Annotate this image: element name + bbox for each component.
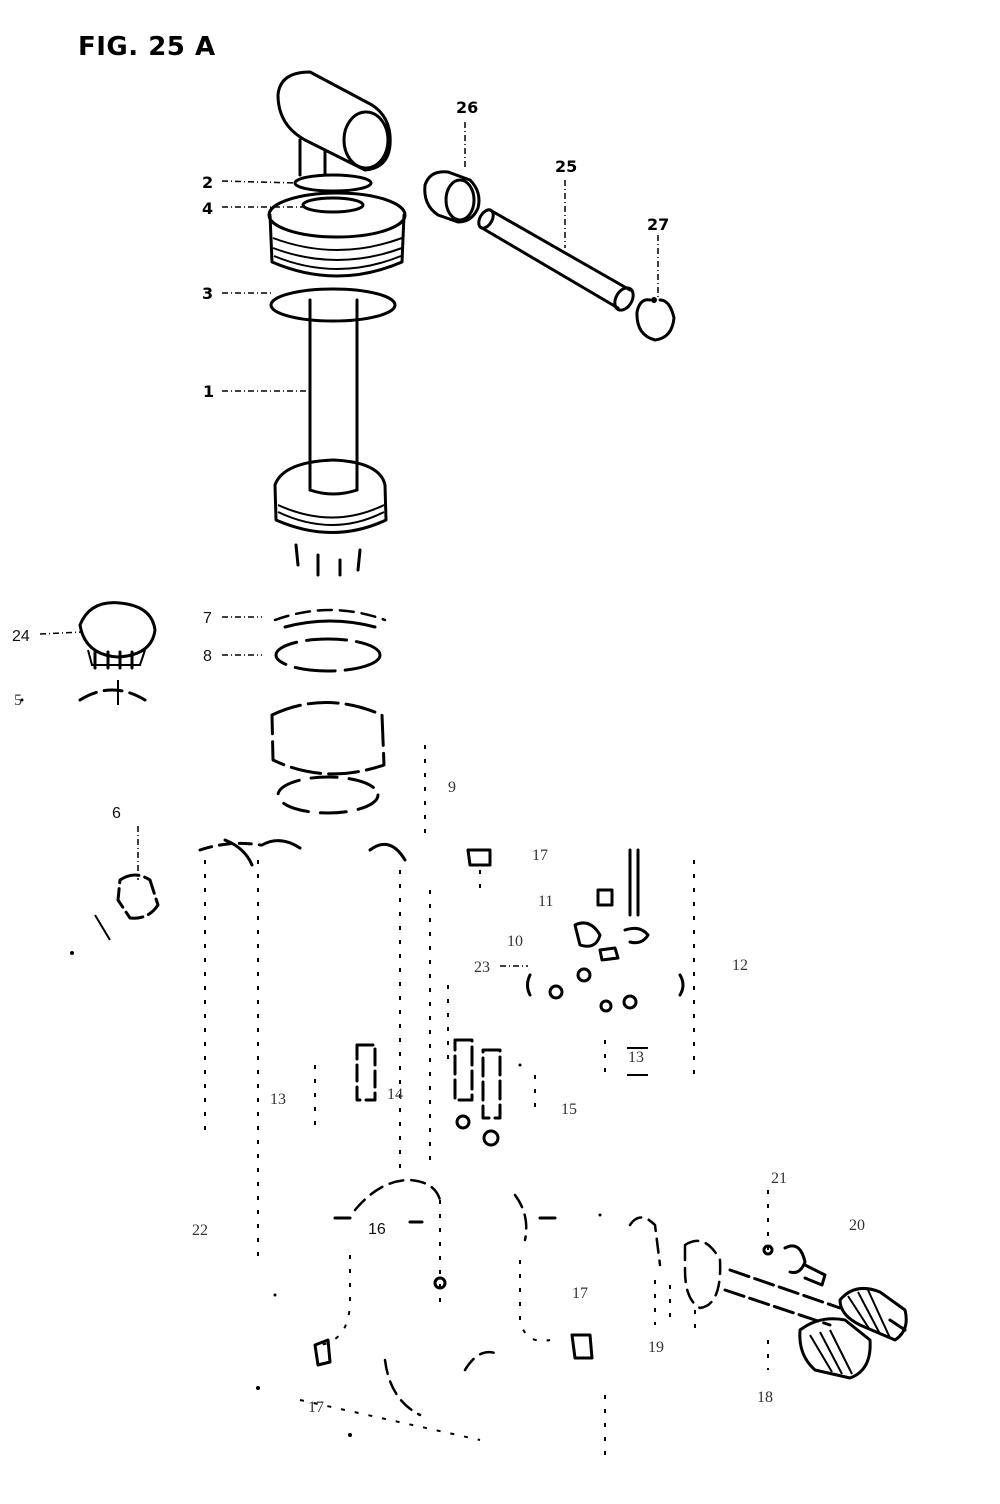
piston-ring-8 [274,637,382,673]
cylinder-sleeve [270,701,386,815]
adjusting-screw-20 [838,1286,908,1342]
elbow-fitting [276,70,392,177]
leader-lines [39,122,659,967]
fitting-6 [70,873,160,955]
callout-18: 18 [757,1389,773,1406]
seal-5 [78,680,147,705]
circlip-27 [635,297,676,342]
callout-2: 2 [202,173,213,192]
seal-ring-2 [293,173,373,193]
bushing-26 [423,170,481,224]
callout-4: 4 [202,199,213,218]
callout-1: 1 [203,382,214,401]
callout-23: 23 [474,959,490,976]
callout-15: 15 [561,1101,577,1118]
callout-14: 14 [387,1086,403,1103]
check-valves-13-14-15 [314,985,536,1147]
check-valve-16 [333,1200,557,1310]
plug-17-lower [313,1333,594,1367]
callout-17-bottom: 17 [308,1399,324,1416]
callout-17-middle: 17 [572,1285,588,1302]
callout-11: 11 [538,893,553,910]
piston-head [273,458,388,577]
gland-nut [267,191,407,278]
callout-27: 27 [647,215,669,234]
callout-13-right: 13 [628,1049,644,1066]
callout-8: 8 [203,648,212,665]
callout-24: 24 [12,628,30,645]
seal-ring-4 [301,196,365,214]
callout-17-top: 17 [532,847,548,864]
adjusting-screw-18 [723,1268,872,1380]
callout-22: 22 [192,1222,208,1239]
valve-block-12 [466,848,695,1080]
callout-13-left: 13 [270,1091,286,1108]
callout-10: 10 [507,933,523,950]
figure-title: FIG. 25 A [78,32,216,62]
o-ring-3 [269,287,397,323]
callout-3: 3 [202,284,213,303]
callout-20: 20 [849,1217,865,1234]
callout-21: 21 [771,1170,787,1187]
piston-ring-7 [273,608,387,629]
callout-6: 6 [112,805,121,822]
spring-19 [628,1216,722,1330]
callout-26: 26 [456,98,478,117]
callout-12: 12 [732,957,748,974]
callout-25: 25 [555,157,577,176]
pin-25 [477,208,635,312]
reservoir-cap-24 [78,601,157,670]
washer-21 [762,1190,827,1287]
callout-5: 5 [14,692,22,709]
callout-16: 16 [368,1221,386,1238]
piston-rod [308,298,359,496]
callout-7: 7 [203,610,212,627]
callout-9: 9 [448,779,456,796]
valve-body-22 [198,838,551,1441]
callout-19: 19 [648,1339,664,1356]
print-specks [20,698,606,1460]
callout-labels: 2 4 3 1 7 8 24 5 26 25 27 9 6 17 11 10 2… [12,98,865,1416]
